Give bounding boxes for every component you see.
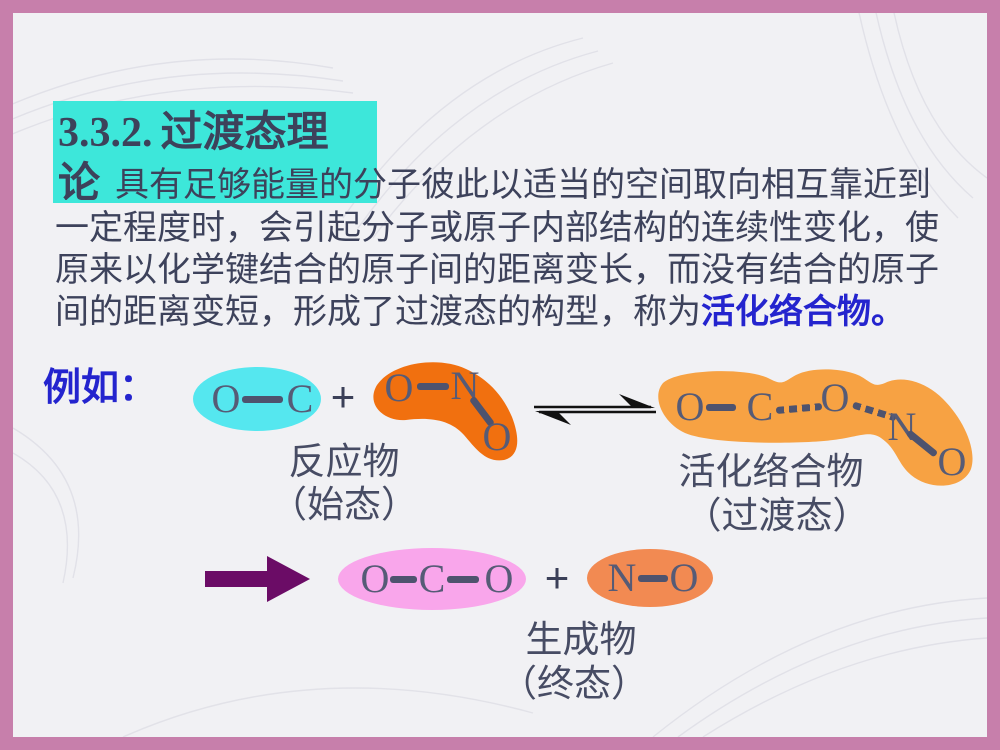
- products-label: 生成物: [525, 619, 637, 660]
- equilibrium-arrows-icon: [534, 394, 656, 425]
- atom-c-complex: C: [746, 384, 774, 429]
- paragraph-line-2: 一定程度时，会引起分子或原子内部结构的连续性变化，使: [55, 209, 939, 247]
- paragraph-line-3: 原来以化学键结合的原子间的距离变长，而没有结合的原子: [55, 251, 939, 289]
- products-sublabel: （终态）: [500, 663, 648, 704]
- highlight-period: 。: [871, 293, 905, 331]
- slide: 3.3.2.过渡态理 论 具有足够能量的分子彼此以适当的空间取向相互靠近到 一定…: [13, 13, 987, 737]
- reaction-arrow-icon: [205, 556, 310, 602]
- plus-sign-2: +: [544, 554, 570, 601]
- example-label: 例如：: [43, 367, 158, 409]
- reactants-sublabel: （始态）: [270, 484, 418, 525]
- highlight-term: 活化络合物: [701, 293, 871, 331]
- plus-sign-1: +: [330, 373, 356, 420]
- complex-label: 活化络合物: [678, 451, 864, 492]
- atom-n-complex: N: [887, 404, 917, 449]
- paragraph-line-1: 具有足够能量的分子彼此以适当的空间取向相互靠近到: [115, 166, 931, 204]
- title-line2: 论: [58, 159, 101, 206]
- atom-o1-co2: O: [360, 556, 390, 601]
- product-co2-ellipse: [338, 548, 526, 610]
- bond-o-c: [242, 396, 283, 403]
- no2-blob: [373, 362, 518, 461]
- atom-o1-no2: O: [384, 365, 414, 410]
- bond-o-n: [417, 383, 449, 390]
- title-text: 过渡态理: [160, 108, 329, 155]
- reactants-label: 反应物: [288, 441, 400, 482]
- title-highlight-box: [53, 101, 377, 203]
- atom-o1-complex: O: [675, 384, 705, 429]
- title-section-number: 3.3.2.: [58, 110, 153, 156]
- paragraph-line-4: 间的距离变短，形成了过渡态的构型，称为活化络合物。: [55, 292, 905, 332]
- paragraph-line4-text: 间的距离变短，形成了过渡态的构型，称为: [55, 293, 701, 331]
- atom-o3-complex: O: [937, 439, 967, 484]
- activated-complex-blob: [658, 369, 973, 486]
- atom-o2-complex: O: [820, 375, 850, 420]
- bond-n-o-product: [638, 575, 668, 582]
- bond-co2-right: [447, 576, 479, 583]
- atom-n-no: N: [607, 555, 637, 600]
- complex-sublabel: （过渡态）: [684, 495, 870, 536]
- atom-o2-no2: O: [482, 414, 512, 459]
- atom-c-co2: C: [418, 556, 446, 601]
- atom-c: C: [286, 376, 314, 421]
- atom-o2-co2: O: [484, 556, 514, 601]
- atom-o: O: [211, 376, 241, 421]
- title-line1: 3.3.2.过渡态理: [58, 108, 329, 157]
- bond-complex-o-c: [706, 404, 736, 411]
- background-texture: [13, 13, 987, 737]
- molecule-blobs: [373, 362, 973, 486]
- atom-o-no: O: [669, 555, 699, 600]
- bond-co2-left: [390, 576, 417, 583]
